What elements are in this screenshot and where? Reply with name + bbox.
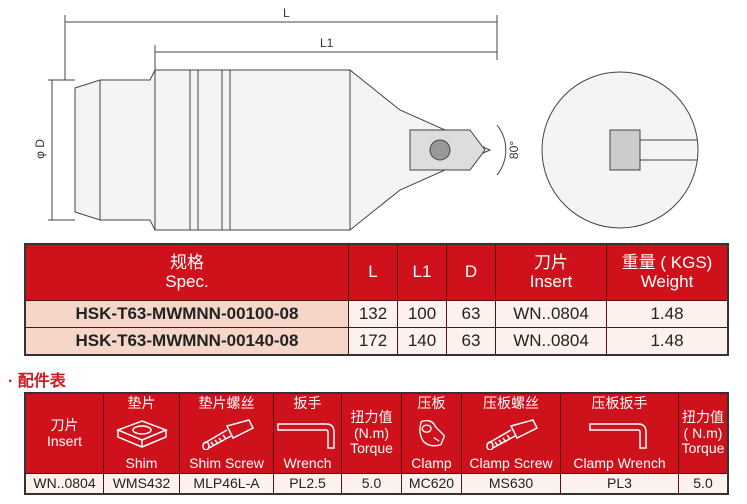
accessories-title: · 配件表 xyxy=(8,373,66,390)
header-cn: 扳手 xyxy=(293,394,322,411)
header-cn: 压板螺丝 xyxy=(483,394,539,411)
cell-clamp-wrench: PL3 xyxy=(560,473,679,495)
header-en: Spec. xyxy=(165,271,209,291)
header-en: Weight xyxy=(640,271,694,291)
cell-insert: WN..0804 xyxy=(24,473,104,495)
header-clamp-screw: 压板螺丝 Clamp Screw xyxy=(461,392,561,474)
end-view xyxy=(496,71,699,229)
cell-spec: HSK-T63-MWMNN-00100-08 xyxy=(24,300,349,328)
tool-drawing xyxy=(48,15,699,232)
cell-weight: 1.48 xyxy=(606,327,729,356)
header-D: D xyxy=(446,243,496,301)
cell-D: 63 xyxy=(446,300,496,328)
header-en: Clamp Screw xyxy=(469,455,553,472)
cell-wrench: PL2.5 xyxy=(273,473,342,495)
header-en: Shim xyxy=(125,455,158,472)
cell-insert: WN..0804 xyxy=(495,327,607,356)
cell-insert: WN..0804 xyxy=(495,300,607,328)
cell-L1: 100 xyxy=(397,300,447,328)
header-en: Shim Screw xyxy=(189,455,264,472)
header-cn: 垫片 xyxy=(127,394,156,411)
cell-L1: 140 xyxy=(397,327,447,356)
screw-icon xyxy=(197,418,257,450)
shim-icon xyxy=(114,418,170,450)
header-unit: (N.m) xyxy=(354,424,389,441)
header-en: Insert xyxy=(529,271,573,291)
header-en: Clamp Wrench xyxy=(573,455,666,472)
header-weight: 重量 ( KGS)Weight xyxy=(606,243,729,301)
dim-L1-label: L1 xyxy=(320,36,334,50)
header-cn: 刀片 xyxy=(534,252,568,272)
cell-weight: 1.48 xyxy=(606,300,729,328)
header-L: L xyxy=(348,243,398,301)
header-clamp: 压板 Clamp xyxy=(401,392,462,474)
cell-L: 172 xyxy=(348,327,398,356)
clamp-icon xyxy=(412,418,452,450)
header-en: Torque xyxy=(681,440,725,457)
cell-torque: 5.0 xyxy=(341,473,402,495)
header-cn: 压板扳手 xyxy=(591,394,648,411)
cell-D: 63 xyxy=(446,327,496,356)
cell-torque: 5.0 xyxy=(678,473,729,495)
dimension-D xyxy=(48,79,75,221)
table-row: HSK-T63-MWMNN-00100-08 132 100 63 WN..08… xyxy=(24,300,729,328)
wrench-icon xyxy=(276,418,340,450)
header-en: Wrench xyxy=(283,455,332,472)
header-cn: 垫片螺丝 xyxy=(198,394,255,411)
header-torque: 扭力值( N.m)Torque xyxy=(678,392,729,474)
header-en: Torque xyxy=(350,440,393,457)
cell-shim: WMS432 xyxy=(103,473,180,495)
header-cn: 扭力值 xyxy=(682,409,724,426)
cell-clamp-screw: MS630 xyxy=(461,473,561,495)
header-torque: 扭力值(N.m)Torque xyxy=(341,392,402,474)
dim-L-label: L xyxy=(283,6,290,20)
header-en: Insert xyxy=(46,432,82,449)
screw-icon xyxy=(481,418,541,450)
header-clamp-wrench: 压板扳手 Clamp Wrench xyxy=(560,392,679,474)
cell-L: 132 xyxy=(348,300,398,328)
header-L1: L1 xyxy=(397,243,447,301)
header-cn: 压板 xyxy=(417,394,446,411)
dim-D-label: φ D xyxy=(32,139,47,159)
header-wrench: 扳手 Wrench xyxy=(273,392,342,474)
cell-clamp: MC620 xyxy=(401,473,462,495)
angle-label: 80° xyxy=(507,140,522,160)
cell-shim-screw: MLP46L-A xyxy=(179,473,274,495)
cell-spec: HSK-T63-MWMNN-00140-08 xyxy=(24,327,349,356)
header-unit: ( N.m) xyxy=(683,424,723,441)
tool-body xyxy=(74,68,492,232)
header-cn: 刀片 xyxy=(50,417,79,434)
header-shim-screw: 垫片螺丝 Shim Screw xyxy=(179,392,274,474)
header-en: Clamp xyxy=(411,455,452,472)
header-shim: 垫片 Shim xyxy=(103,392,180,474)
header-cn: 重量 ( KGS) xyxy=(621,252,713,272)
header-cn: 扭力值 xyxy=(350,409,393,426)
header-cn: 规格 xyxy=(170,252,204,272)
table-row: HSK-T63-MWMNN-00140-08 172 140 63 WN..08… xyxy=(24,327,729,356)
wrench-icon xyxy=(588,418,652,450)
